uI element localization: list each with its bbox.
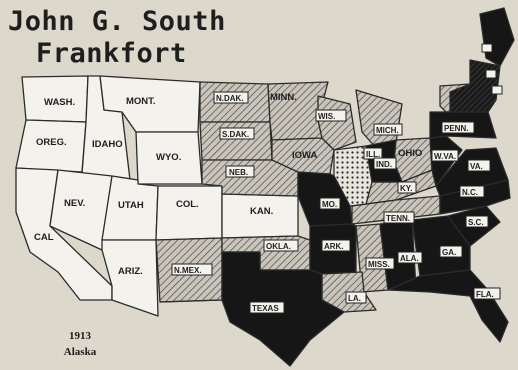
box-mo: MO. (319, 197, 341, 210)
svg-text:NEB.: NEB. (229, 168, 248, 177)
label-wa: WASH. (44, 97, 75, 108)
svg-text:W.VA.: W.VA. (434, 152, 456, 161)
svg-text:MO.: MO. (322, 200, 337, 209)
svg-text:GA.: GA. (442, 248, 456, 257)
state-mi (355, 89, 403, 149)
box-nc: N.C. (459, 185, 485, 198)
svg-text:VA.: VA. (470, 162, 483, 171)
label-ks: KAN. (250, 206, 273, 217)
label-mt: MONT. (126, 96, 156, 107)
label-mn: MINN. (270, 92, 297, 103)
footnote-year: 1913 (69, 330, 91, 342)
box-mi: MICH. (373, 123, 403, 136)
footnote-territory: Alaska (63, 346, 97, 358)
box-al: ALA. (397, 251, 423, 264)
stamp-name: John G. South (8, 6, 226, 37)
box-nm: N.MEX. (171, 263, 213, 276)
svg-text:N.DAK.: N.DAK. (216, 94, 244, 103)
svg-text:TENN.: TENN. (386, 214, 410, 223)
svg-text:N.MEX.: N.MEX. (174, 266, 202, 275)
label-ia: IOWA (292, 150, 317, 161)
box-ms: MISS. (365, 257, 395, 270)
label-co: COL. (176, 199, 199, 210)
label-ut: UTAH (118, 200, 144, 211)
svg-text:ILL.: ILL. (366, 150, 380, 159)
label-id: IDAHO (92, 139, 123, 150)
svg-text:S.C.: S.C. (468, 218, 484, 227)
box-wi: WIS. (315, 109, 347, 122)
label-wy: WYO. (156, 152, 181, 163)
box-wv: W.VA. (431, 149, 459, 162)
box-sd: S.DAK. (219, 127, 255, 140)
box-ne-small-1 (481, 43, 493, 53)
svg-text:WIS.: WIS. (318, 112, 335, 121)
box-tn: TENN. (383, 211, 415, 224)
svg-text:FLA.: FLA. (476, 290, 494, 299)
box-il: ILL. (363, 147, 383, 160)
box-ne-small-2 (485, 69, 497, 79)
svg-text:TEXAS: TEXAS (252, 304, 279, 313)
svg-text:MICH.: MICH. (376, 126, 399, 135)
svg-text:ARK.: ARK. (324, 242, 344, 251)
label-az: ARIZ. (118, 266, 143, 277)
box-ne-small-3 (491, 85, 503, 95)
stamp-city: Frankfort (36, 38, 187, 69)
svg-text:PENN.: PENN. (444, 124, 468, 133)
box-ar: ARK. (321, 239, 351, 252)
state-co (155, 185, 223, 241)
box-sc: S.C. (465, 215, 489, 228)
label-or: OREG. (36, 137, 67, 148)
state-az (101, 239, 159, 317)
label-nv: NEV. (64, 198, 85, 209)
svg-text:S.DAK.: S.DAK. (222, 130, 249, 139)
state-me (479, 7, 515, 67)
svg-text:N.C.: N.C. (462, 188, 478, 197)
box-ga: GA. (439, 245, 463, 258)
svg-text:ALA.: ALA. (400, 254, 419, 263)
box-ok: OKLA. (263, 239, 299, 252)
svg-text:OKLA.: OKLA. (266, 242, 291, 251)
svg-text:LA.: LA. (348, 294, 361, 303)
label-oh: OHIO (398, 148, 422, 159)
box-la: LA. (345, 291, 367, 304)
box-ne: NEB. (225, 165, 255, 178)
box-in: IND. (373, 157, 397, 170)
box-nd: N.DAK. (213, 91, 249, 104)
box-va: VA. (467, 159, 491, 172)
svg-text:MISS.: MISS. (368, 260, 390, 269)
label-ca: CAL (34, 232, 54, 243)
box-fl: FLA. (473, 287, 501, 300)
box-ky: KY. (397, 181, 417, 194)
box-tx: TEXAS (249, 301, 285, 314)
svg-text:KY.: KY. (400, 184, 412, 193)
svg-text:IND.: IND. (376, 160, 392, 169)
box-pa: PENN. (441, 121, 475, 134)
